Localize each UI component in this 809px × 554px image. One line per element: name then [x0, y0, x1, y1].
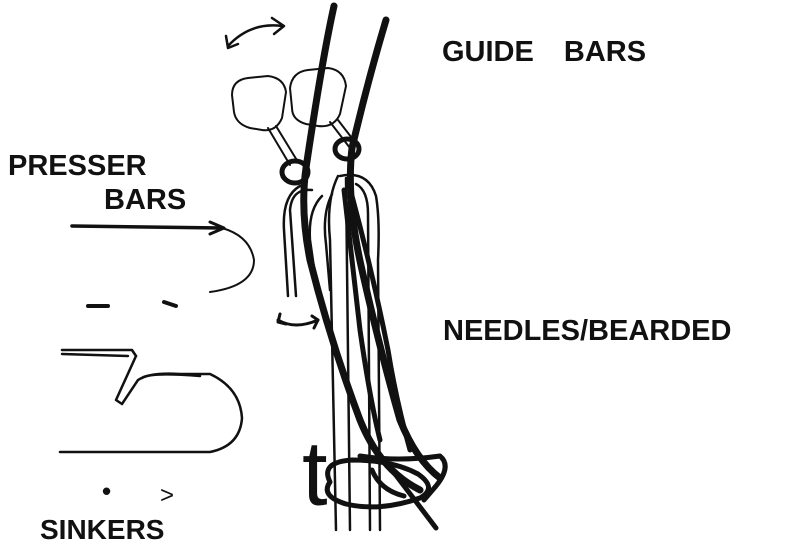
presser-bars-label-line2: BARS: [104, 186, 186, 215]
dot-marker: •: [102, 478, 111, 504]
presser-bars-label-line1: PRESSER: [8, 152, 147, 181]
guide-bars-label: GUIDE BARS: [442, 38, 646, 67]
swing-arrow-bottom: [278, 314, 318, 328]
small-dash-right: [164, 302, 176, 306]
guide-bar-left: [232, 76, 298, 165]
needles-bearded-label: NEEDLES/BEARDED: [443, 317, 731, 346]
greater-than-marker: >: [160, 484, 174, 508]
presser-bar-arrow: [72, 222, 254, 292]
guide-bar-right: [290, 68, 358, 148]
sinker-outline: [60, 350, 242, 452]
t-marker-label: t: [302, 428, 328, 520]
swing-arrow-top: [226, 18, 284, 48]
sinkers-label: SINKERS: [40, 516, 164, 544]
